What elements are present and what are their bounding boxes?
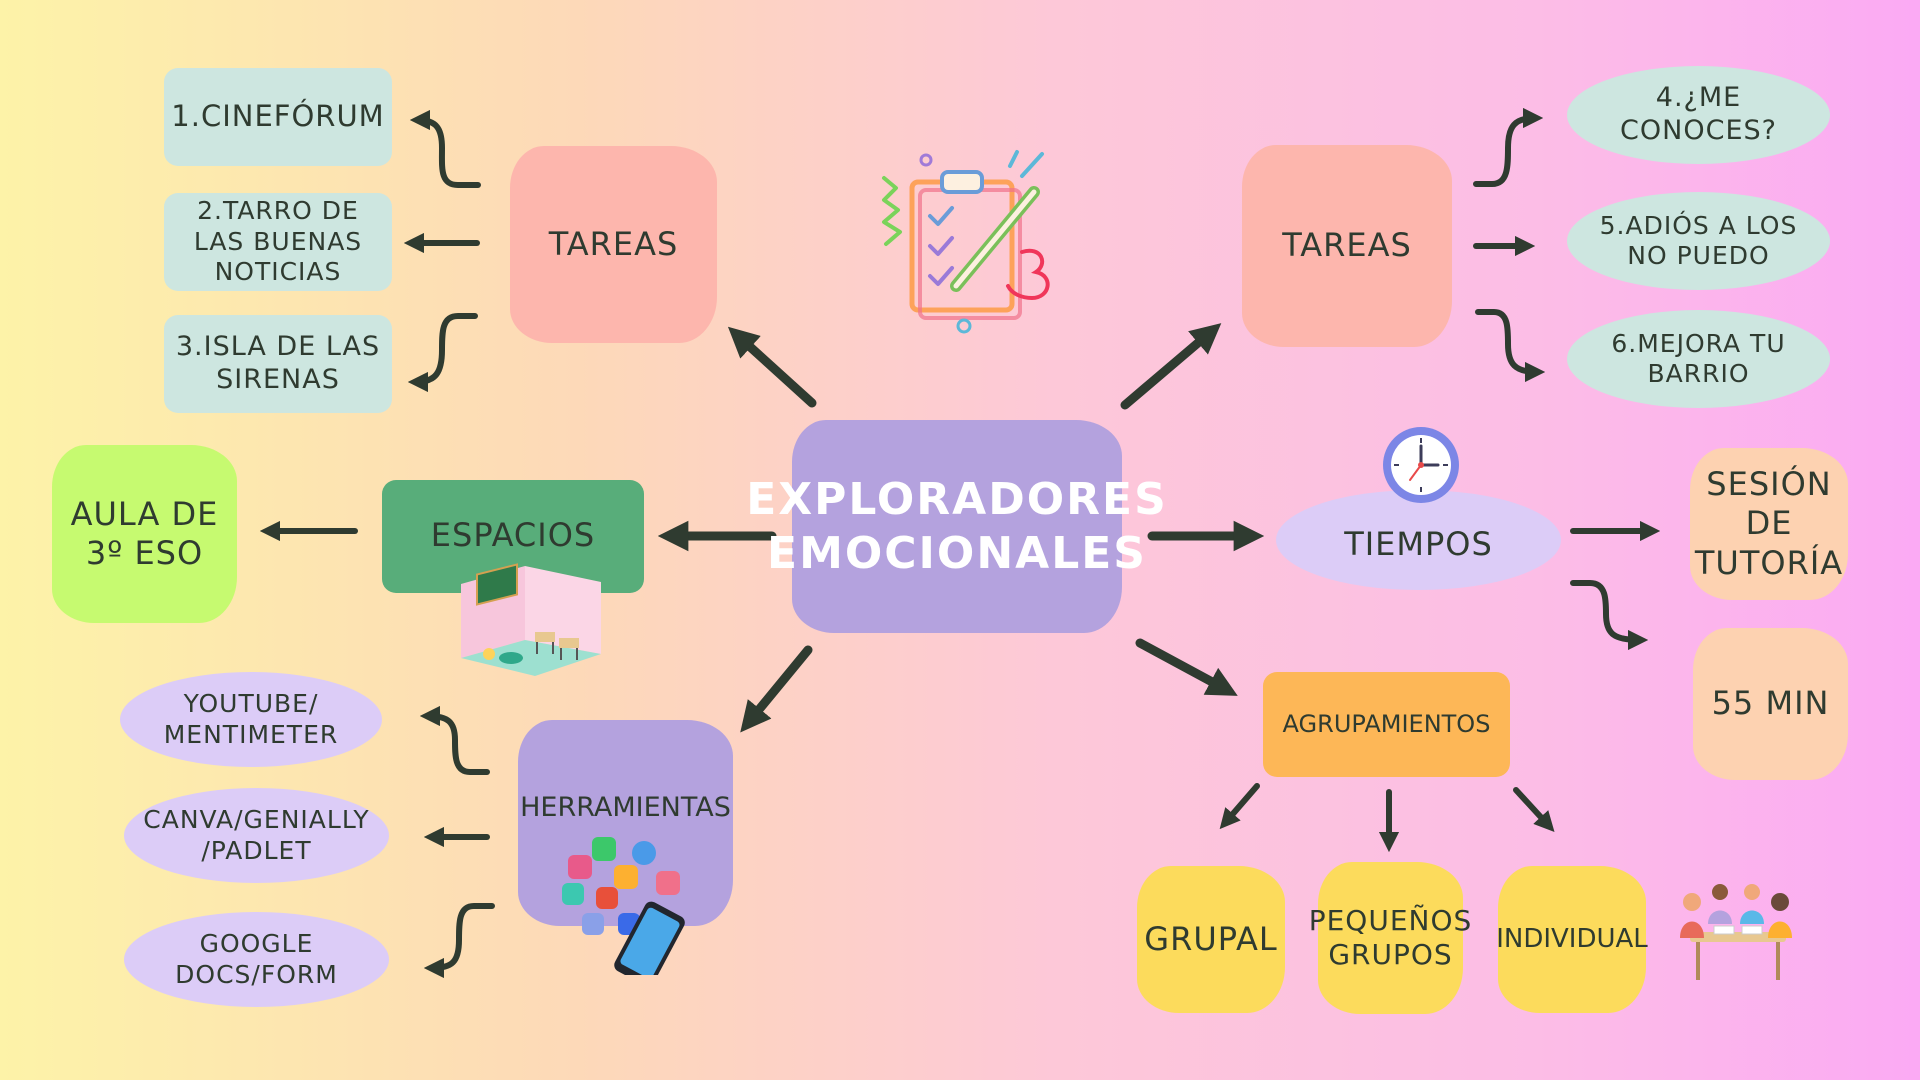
arrow-to-individual <box>1513 787 1555 833</box>
task-item-barrio: 6.MEJORA TU BARRIO <box>1567 310 1830 408</box>
clipboard-checklist-icon <box>872 148 1067 343</box>
central-topic-line-1: EXPLORADORES <box>746 473 1168 525</box>
left-tareas-node: TAREAS <box>510 146 717 343</box>
group-item-pequenos: PEQUEÑOS GRUPOS <box>1309 862 1471 1014</box>
task-item-me-conoces: 4.¿ME CONOCES? <box>1567 66 1830 164</box>
agrupamientos-node: AGRUPAMIENTOS <box>1263 672 1510 777</box>
clock-icon <box>1380 424 1462 506</box>
central-topic: EXPLORADORES EMOCIONALES <box>746 420 1166 633</box>
arrow-to-isla <box>407 313 478 393</box>
classroom-illustration <box>455 562 607 680</box>
app-icons-phone-illustration <box>560 835 688 975</box>
task-item-tarro: 2.TARRO DE LAS BUENAS NOTICIAS <box>164 193 392 291</box>
arrow-to-youtube <box>419 705 490 775</box>
herramientas-node: HERRAMIENTAS <box>518 720 733 926</box>
students-group-illustration <box>1670 880 1800 988</box>
agrupamientos-label: AGRUPAMIENTOS <box>1282 709 1491 738</box>
tiempos-item-sesion: SESIÓN DE TUTORÍA <box>1690 448 1848 600</box>
arrow-to-left-tareas <box>727 326 817 408</box>
tool-item-youtube: YOUTUBE/ MENTIMETER <box>120 672 382 767</box>
task-item-adios: 5.ADIÓS A LOS NO PUEDO <box>1567 192 1830 290</box>
right-tareas-label: TAREAS <box>1282 226 1412 265</box>
arrow-to-grupal <box>1219 783 1260 830</box>
group-item-individual: INDIVIDUAL <box>1496 866 1648 1013</box>
arrow-to-me-conoces <box>1473 107 1544 187</box>
task-item-cineforum: 1.CINEFÓRUM <box>164 68 392 166</box>
arrow-to-agrupamientos <box>1135 638 1238 696</box>
group-item-grupal: GRUPAL <box>1137 866 1285 1013</box>
espacios-label: ESPACIOS <box>430 516 596 554</box>
arrow-to-herramientas <box>740 645 813 733</box>
left-tareas-label: TAREAS <box>548 224 679 263</box>
arrow-to-barrio <box>1475 309 1546 383</box>
aula-node: AULA DE 3º ESO <box>52 445 237 623</box>
arrow-to-google <box>423 903 495 979</box>
tiempos-label: TIEMPOS <box>1344 525 1493 564</box>
arrow-to-cineforum <box>409 109 481 188</box>
right-tareas-node: TAREAS <box>1242 145 1452 347</box>
central-topic-line-2: EMOCIONALES <box>767 527 1147 579</box>
task-item-isla: 3.ISLA DE LAS SIRENAS <box>164 315 392 413</box>
arrow-to-right-tareas <box>1120 323 1222 410</box>
tool-item-canva: CANVA/GENIALLY /PADLET <box>124 788 389 883</box>
tool-item-google: GOOGLE DOCS/FORM <box>124 912 389 1007</box>
aula-label: AULA DE 3º ESO <box>70 494 219 572</box>
tiempos-item-55min: 55 MIN <box>1693 628 1848 780</box>
arrow-to-55min <box>1570 580 1649 651</box>
herramientas-label: HERRAMIENTAS <box>520 792 731 823</box>
tiempos-node: TIEMPOS <box>1276 490 1561 590</box>
